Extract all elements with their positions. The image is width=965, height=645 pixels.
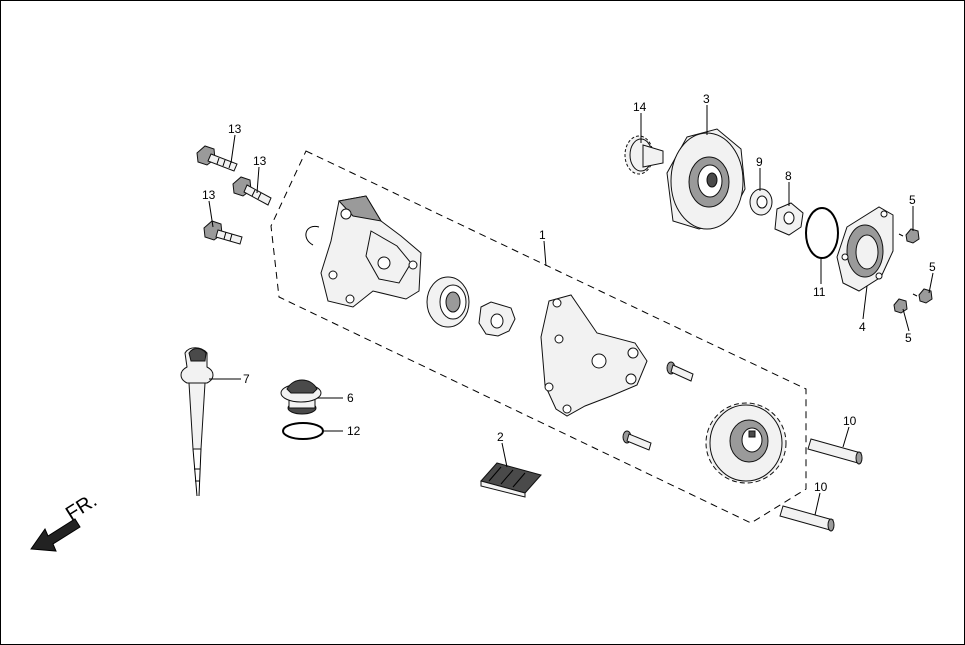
- lock-washer-8: [774, 202, 804, 236]
- callout-8: 8: [785, 169, 792, 183]
- drive-gear-14: [624, 135, 664, 175]
- flange-bolt-5-top: [898, 228, 920, 244]
- oil-pump-body: [320, 195, 422, 308]
- assembly-boundary: [270, 150, 807, 524]
- callout-labels: 1 2 3 4 5 5 5 6 7 8 9 10 10 11 12 13 13 …: [202, 92, 936, 494]
- circlip: [305, 225, 320, 246]
- callout-13-top: 13: [228, 122, 242, 136]
- dowel-pin-10-upper: [807, 438, 863, 465]
- callout-7: 7: [243, 372, 250, 386]
- callout-12: 12: [347, 424, 361, 438]
- pump-cover-plate: [540, 294, 648, 417]
- callout-14: 14: [633, 100, 647, 114]
- callout-13-middle: 13: [253, 154, 267, 168]
- flange-bolt-5-bottom: [893, 298, 908, 314]
- callout-3: 3: [703, 92, 710, 106]
- callout-5-right: 5: [929, 260, 936, 274]
- leader-lines: [208, 105, 934, 516]
- dowel-pin-10-lower: [779, 505, 835, 532]
- flange-bolt-13-top: [196, 145, 238, 172]
- callout-9: 9: [756, 155, 763, 169]
- callout-13-bottom: 13: [202, 188, 216, 202]
- outer-rotor: [426, 276, 470, 328]
- flange-bolt-13-bottom: [203, 220, 243, 245]
- callout-6: 6: [347, 391, 354, 405]
- front-direction-arrow-icon: [30, 518, 81, 552]
- pump-driven-gear: [705, 402, 787, 484]
- thrust-washer-9: [749, 188, 773, 216]
- callout-4: 4: [859, 320, 866, 334]
- cover-screw-lower: [622, 430, 652, 451]
- crankcase-cover-4: [836, 206, 894, 292]
- oil-dipstick: [180, 347, 214, 497]
- callout-5-bottom: 5: [905, 331, 912, 345]
- callout-1: 1: [539, 228, 546, 242]
- o-ring-11: [805, 207, 839, 259]
- callout-10-upper: 10: [843, 414, 857, 428]
- cover-screw-upper: [666, 361, 694, 382]
- inner-rotor: [478, 301, 516, 337]
- callout-11: 11: [813, 285, 826, 299]
- clutch-outer-housing: [666, 128, 746, 230]
- callout-2: 2: [497, 430, 504, 444]
- front-direction-label: FR.: [62, 490, 101, 526]
- callout-5-top: 5: [909, 193, 916, 207]
- oil-filler-cap: [280, 379, 322, 415]
- callout-10-lower: 10: [814, 480, 828, 494]
- flange-bolt-13-middle: [232, 176, 272, 206]
- o-ring-12: [282, 422, 324, 440]
- oil-strainer-screen: [480, 462, 542, 498]
